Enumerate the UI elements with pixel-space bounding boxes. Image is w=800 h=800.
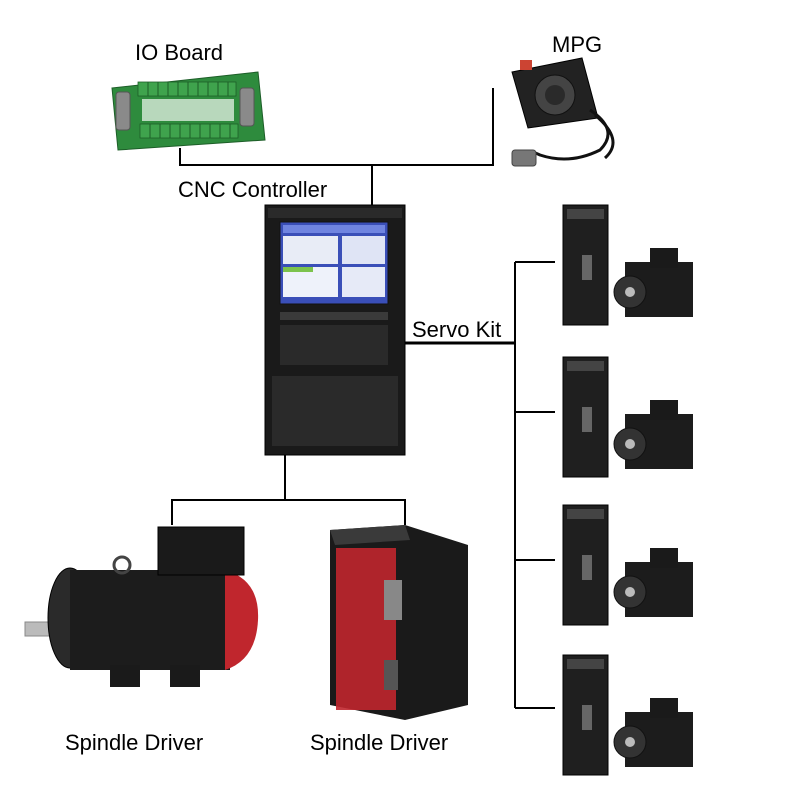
cnc-controller-image	[264, 204, 406, 456]
cnc-controller-label: CNC Controller	[178, 177, 328, 202]
mpg-image	[511, 57, 615, 167]
servo-kit-4	[562, 654, 693, 776]
spindle-driver-left-label: Spindle Driver	[65, 730, 204, 755]
mpg-connector	[372, 88, 494, 166]
io-board-image	[111, 71, 266, 151]
spindle-motor-image	[24, 526, 259, 687]
spindle-driver-image	[330, 525, 468, 720]
io-board-connector	[179, 148, 372, 166]
servo-kit-2	[562, 356, 693, 478]
spindle-driver-right-label: Spindle Driver	[310, 730, 449, 755]
connection-lines	[171, 88, 555, 709]
servo-kit-label: Servo Kit	[412, 317, 502, 342]
servo-kit-3	[562, 504, 693, 626]
spindle-bus	[171, 499, 406, 525]
servo-kit-1	[562, 204, 693, 326]
controller-keypad-upper	[280, 325, 388, 365]
io-board-label: IO Board	[135, 40, 224, 65]
mpg-label: MPG	[552, 32, 603, 57]
